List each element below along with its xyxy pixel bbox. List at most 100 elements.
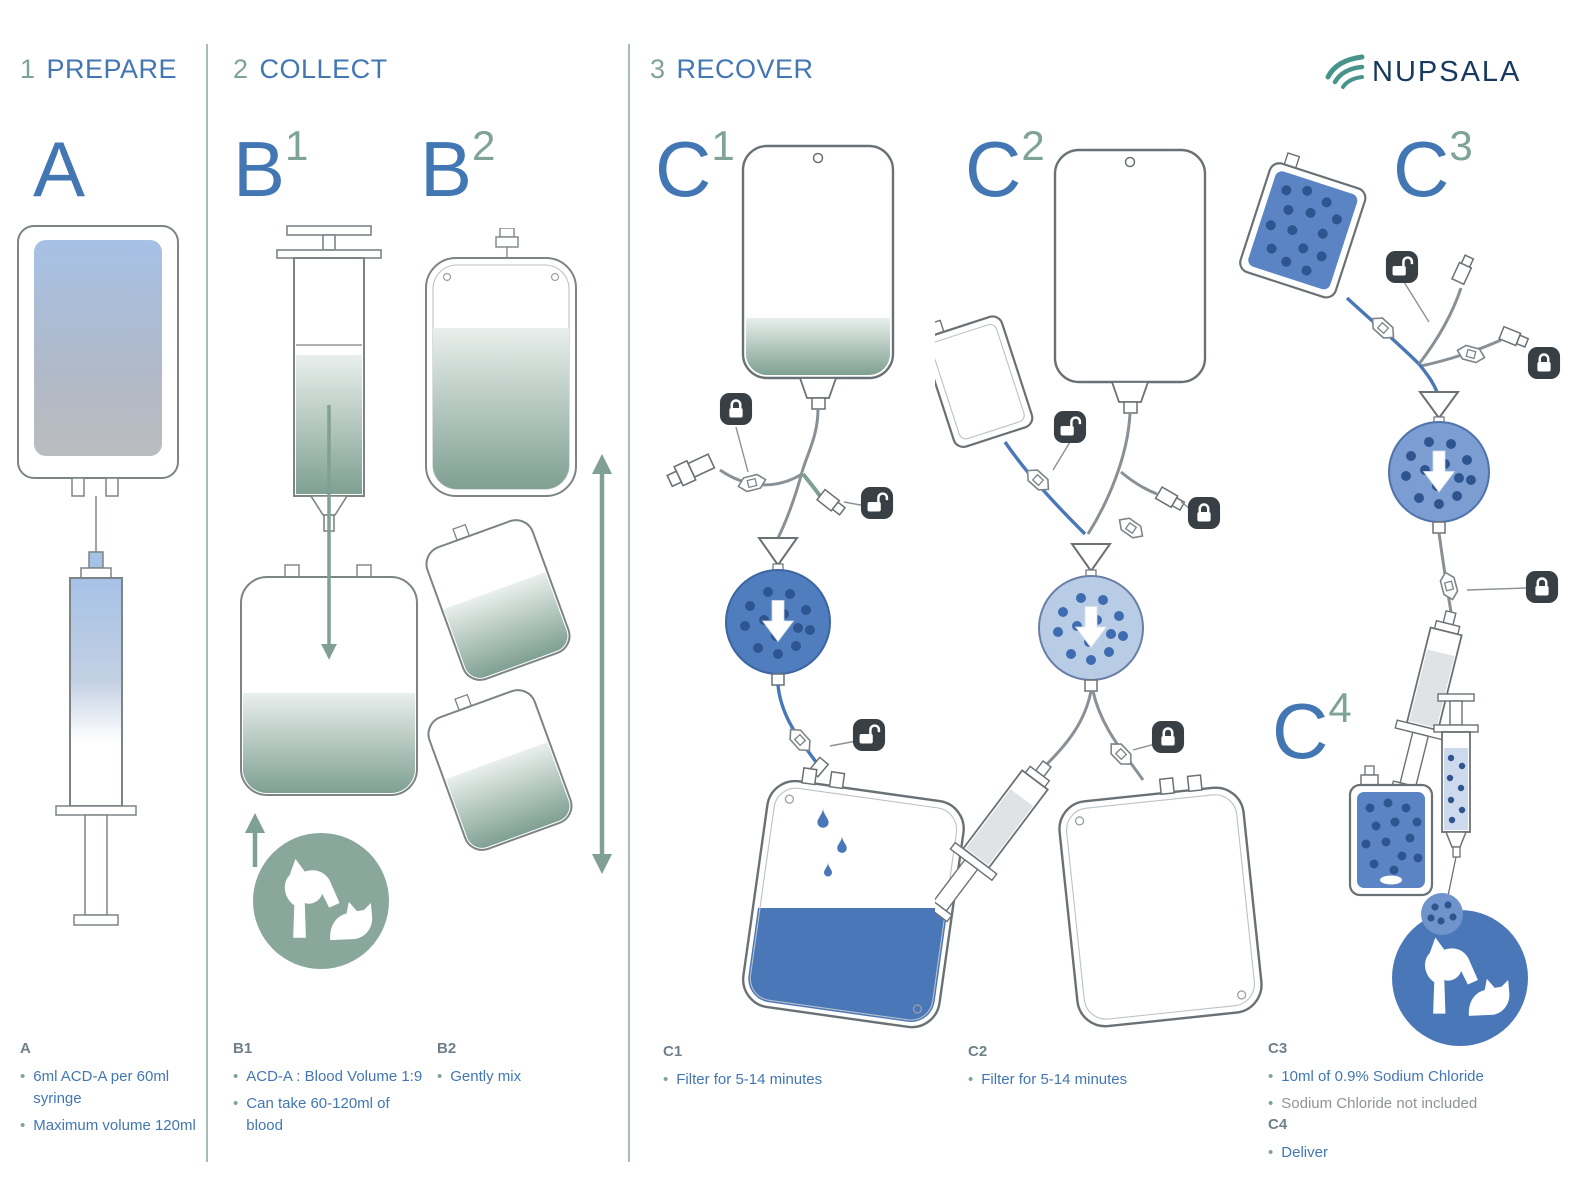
c4-concentrate-bag (1348, 765, 1434, 897)
step-label-b2: B2 (420, 122, 496, 213)
pinch-clamp (1437, 569, 1461, 603)
divider-1 (206, 44, 208, 1162)
step-label-b1: B1 (233, 122, 309, 213)
brand-name: NUPSALA (1372, 55, 1522, 88)
step-label-a: A (33, 125, 86, 213)
tubing (800, 408, 820, 473)
footnote-header: B1 (233, 1040, 253, 1057)
footnote-header: C4 (1268, 1116, 1288, 1133)
lock-closed-icon (1187, 496, 1221, 530)
c2-collection-bag (1058, 774, 1263, 1028)
footnote-b1: B1 •ACD-A : Blood Volume 1:9 •Can take 6… (233, 1040, 423, 1141)
section-label: COLLECT (259, 54, 388, 84)
blood-drop-icon (824, 862, 832, 877)
bullet-icon: • (663, 1071, 669, 1088)
step-label-c2: C2 (965, 122, 1045, 213)
lock-open-icon (860, 486, 894, 520)
droplet-circle (1421, 893, 1463, 935)
section-title-collect: 2 COLLECT (233, 54, 388, 85)
footnote-c2: C2 •Filter for 5-14 minutes (968, 1043, 1198, 1096)
footnote-c4: C4 •Deliver (1268, 1116, 1468, 1169)
lock-open-icon (852, 718, 886, 752)
bullet-icon: • (1268, 1068, 1274, 1085)
c4-syringe (1433, 693, 1479, 897)
animal-circle (1392, 910, 1528, 1046)
step-c4-illustration (1348, 693, 1528, 1046)
lock-open-icon (1385, 250, 1419, 284)
section-label: PREPARE (46, 54, 178, 84)
brand-logo: NUPSALA (1322, 50, 1521, 94)
lock-open-icon (1053, 410, 1087, 444)
footnote-bullet: •Filter for 5-14 minutes (663, 1069, 893, 1091)
bullet-icon: • (437, 1068, 443, 1085)
lock-closed-icon (1525, 570, 1559, 604)
footnote-a: A •6ml ACD-A per 60ml syringe •Maximum v… (20, 1040, 200, 1141)
step-b2-illustration (425, 228, 613, 875)
lock-closed-icon (1527, 346, 1561, 380)
c3-syringe (1390, 609, 1463, 797)
step-c2-illustration (935, 148, 1263, 1028)
c2-top-bag (1053, 148, 1207, 414)
section-title-prepare: 1 PREPARE (20, 54, 177, 85)
footnote-bullet: •Gently mix (437, 1066, 597, 1088)
lock-closed-icon (1151, 720, 1185, 754)
pinch-clamp (1105, 738, 1137, 770)
footnote-header: C1 (663, 1043, 683, 1060)
collection-bag (240, 564, 418, 796)
bullet-icon: • (20, 1116, 26, 1134)
lock-closed-icon (719, 392, 753, 426)
mixed-bag (425, 228, 577, 497)
footnote-bullet: •Deliver (1268, 1142, 1468, 1164)
divider-2 (628, 44, 630, 1162)
section-number: 1 (20, 54, 36, 84)
section-title-recover: 3 RECOVER (650, 54, 814, 85)
footnote-header: C3 (1268, 1040, 1288, 1057)
acd-bag (17, 225, 179, 497)
section-number: 2 (233, 54, 249, 84)
bullet-icon: • (968, 1071, 974, 1088)
step-label-c4: C4 (1272, 684, 1352, 775)
footnote-bullet: •6ml ACD-A per 60ml syringe (20, 1066, 200, 1110)
step-c1-illustration (666, 144, 965, 1029)
pinch-clamp (735, 472, 769, 494)
footnote-bullet: •Can take 60-120ml of blood (233, 1093, 423, 1137)
footnote-header: C2 (968, 1043, 988, 1060)
step-b1-illustration (240, 225, 418, 969)
section-number: 3 (650, 54, 666, 84)
c3-concentrate-bag (1239, 152, 1367, 299)
bullet-icon: • (233, 1068, 239, 1085)
bullet-icon: • (20, 1068, 26, 1085)
step-label-c1: C1 (655, 122, 735, 213)
capped-port (815, 488, 847, 516)
pinch-clamp (1114, 513, 1148, 543)
footnote-bullet: •10ml of 0.9% Sodium Chloride (1268, 1066, 1563, 1088)
animal-circle (253, 833, 389, 969)
footnote-header: A (20, 1040, 31, 1057)
footnote-bullet: •ACD-A : Blood Volume 1:9 (233, 1066, 423, 1088)
footnote-header: B2 (437, 1040, 457, 1057)
footnote-c1: C1 •Filter for 5-14 minutes (663, 1043, 893, 1096)
capped-port (1498, 325, 1530, 348)
step-c3-illustration (1239, 152, 1561, 797)
injection-port (666, 453, 716, 488)
footnote-b2: B2 •Gently mix (437, 1040, 597, 1093)
capped-port (1154, 486, 1186, 512)
bullet-icon: • (1268, 1094, 1274, 1112)
syringe (55, 551, 137, 926)
footnote-c3: C3 •10ml of 0.9% Sodium Chloride •Sodium… (1268, 1040, 1563, 1120)
c1-top-bag (741, 144, 895, 410)
c2-small-bag (935, 315, 1034, 449)
nupsala-leaf-icon (1325, 54, 1365, 89)
tilted-bag-2 (427, 689, 575, 853)
pinch-clamp (784, 724, 816, 756)
section-label: RECOVER (676, 54, 814, 84)
capped-port (1450, 254, 1475, 286)
blood-drop-icon (817, 808, 829, 828)
footnote-bullet: •Sodium Chloride not included (1268, 1093, 1563, 1115)
blood-drop-icon (837, 836, 847, 853)
c2-syringe (935, 760, 1052, 923)
footnote-bullet: •Maximum volume 120ml (20, 1115, 200, 1137)
step-a-illustration (17, 225, 179, 926)
bullet-icon: • (233, 1094, 239, 1112)
